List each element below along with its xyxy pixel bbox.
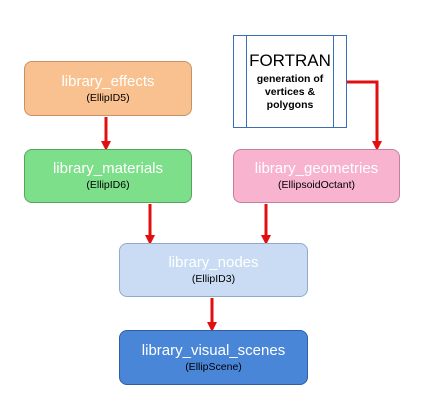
fortran-line-2: vertices & [264,86,316,98]
fortran-line-3: polygons [266,99,314,111]
node-library-effects[interactable]: library_effects (EllipID5) [24,61,192,116]
node-subtitle: (EllipID3) [191,273,236,285]
node-title: library_materials [52,160,164,177]
fortran-process-box[interactable]: FORTRAN generation of vertices & polygon… [233,35,347,128]
process-bar-right [333,36,334,127]
node-subtitle: (EllipScene) [185,360,242,373]
process-bar-left [246,36,247,127]
node-library-materials[interactable]: library_materials (EllipID6) [24,149,192,203]
node-library-nodes[interactable]: library_nodes (EllipID3) [119,243,308,297]
fortran-title: FORTRAN [249,51,331,70]
node-subtitle: (EllipsoidOctant) [277,179,356,191]
arrow-fortran-to-geometries [347,80,382,151]
node-title: library_effects [61,72,155,90]
node-title: library_visual_scenes [141,341,286,359]
node-subtitle: (EllipID5) [86,91,130,104]
node-title: library_nodes [168,254,259,271]
node-title: library_geometries [254,160,379,177]
node-library-visual-scenes[interactable]: library_visual_scenes (EllipScene) [119,330,308,385]
fortran-line-1: generation of [256,73,324,85]
node-library-geometries[interactable]: library_geometries (EllipsoidOctant) [233,149,400,203]
node-subtitle: (EllipID6) [86,179,130,191]
